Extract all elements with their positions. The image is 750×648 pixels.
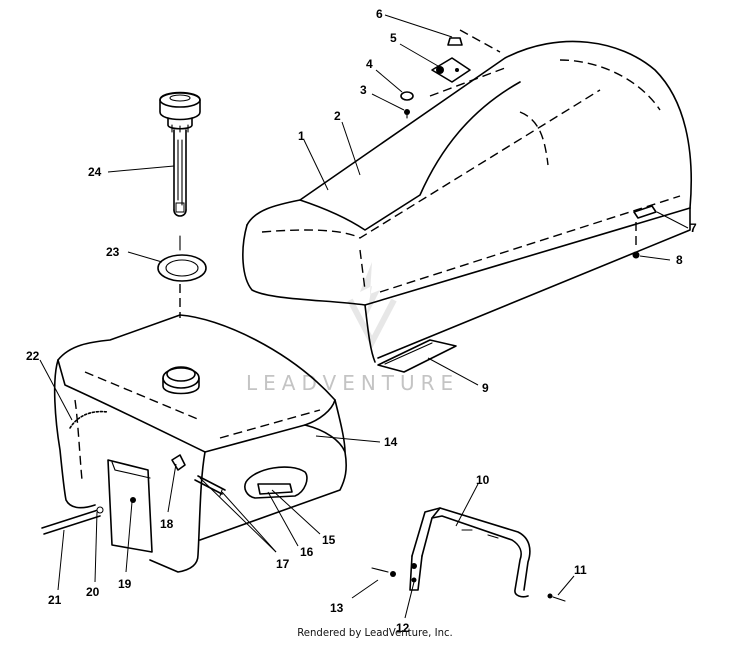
callout-2: 2 — [334, 109, 341, 123]
callout-10: 10 — [476, 473, 490, 487]
seat-hardware — [377, 29, 657, 373]
callout-22: 22 — [26, 349, 40, 363]
callout-18: 18 — [160, 517, 174, 531]
callout-9: 9 — [482, 381, 489, 395]
callout-20: 20 — [86, 585, 100, 599]
callout-24: 24 — [88, 165, 102, 179]
fuel-tank — [41, 314, 347, 573]
callout-14: 14 — [384, 435, 398, 449]
callout-8: 8 — [676, 253, 683, 267]
leader-lines — [39, 14, 689, 619]
render-credit: Rendered by LeadVenture, Inc. — [297, 626, 453, 639]
callout-12: 12 — [396, 621, 410, 635]
callout-19: 19 — [118, 577, 132, 591]
callout-13: 13 — [330, 601, 344, 615]
callout-16: 16 — [300, 545, 314, 559]
callout-21: 21 — [48, 593, 62, 607]
callout-23: 23 — [106, 245, 120, 259]
callout-15: 15 — [322, 533, 336, 547]
bracket — [371, 507, 566, 602]
watermark-text: LEADVENTURE — [246, 371, 459, 395]
seat — [242, 40, 693, 363]
fuel-gauge — [159, 91, 201, 217]
callout-4: 4 — [366, 57, 373, 71]
callout-11: 11 — [574, 563, 587, 577]
callout-7: 7 — [690, 221, 697, 235]
gasket — [157, 235, 207, 318]
callout-3: 3 — [360, 83, 367, 97]
watermark-logo — [347, 262, 397, 349]
callout-17: 17 — [276, 557, 290, 571]
callout-labels: 6 5 4 3 2 1 7 8 9 24 23 22 14 15 16 17 1… — [26, 7, 697, 635]
callout-6: 6 — [376, 7, 383, 21]
callout-1: 1 — [298, 129, 305, 143]
callout-5: 5 — [390, 31, 397, 45]
